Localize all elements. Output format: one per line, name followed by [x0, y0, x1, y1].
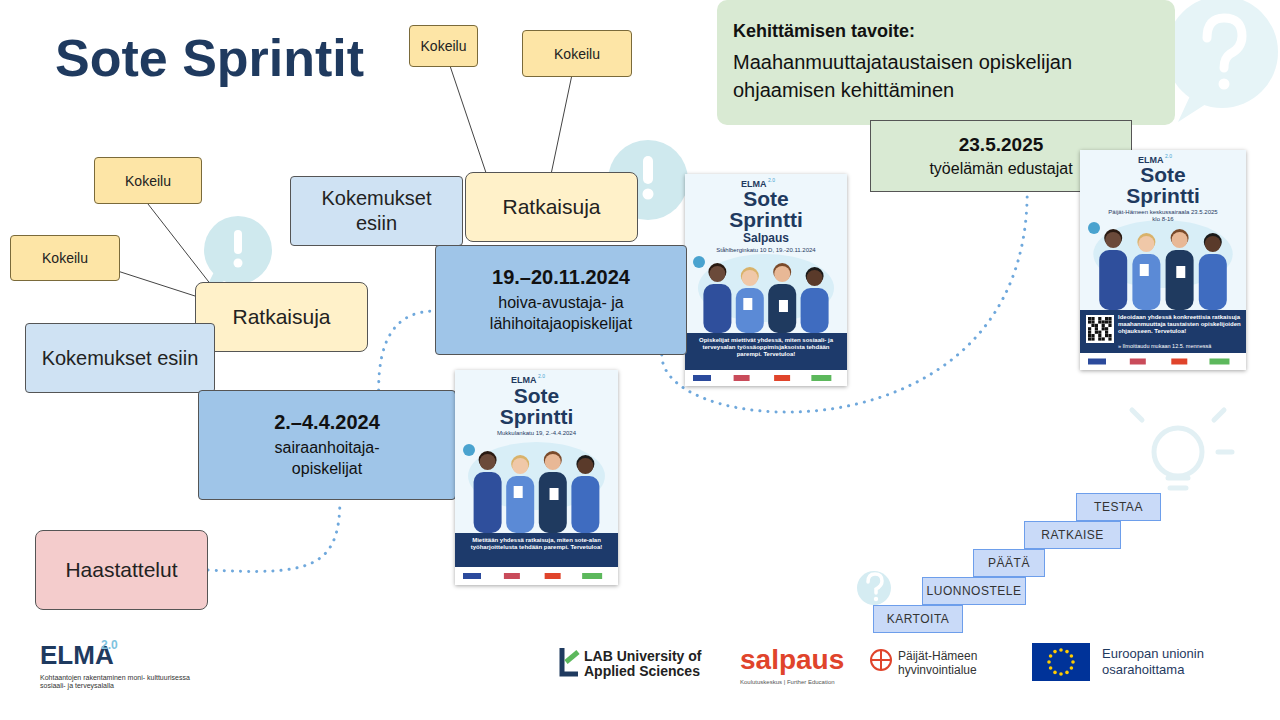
- sprint-box: 2.–4.4.2024 sairaanhoitaja- opiskelijat: [198, 390, 456, 500]
- experience-box: Kokemukset esiin: [25, 323, 215, 393]
- interview-box: Haastattelut: [35, 530, 208, 610]
- eu-star: [1053, 650, 1057, 654]
- poster-text: Salpaus: [705, 231, 827, 245]
- node-text: TESTAA: [1094, 500, 1143, 514]
- node-text: KARTOITA: [887, 612, 950, 626]
- logo-version: 2.0: [101, 638, 118, 652]
- poster-text: Sote Sprintti: [475, 385, 598, 427]
- poster-text: Mietitään yhdessä ratkaisuja, miten sote…: [462, 537, 611, 551]
- trial-box: Kokeilu: [94, 157, 202, 204]
- lightbulb-icon: [1132, 410, 1232, 488]
- poster-text: Opiskelijat miettivät yhdessä, miten sos…: [691, 337, 841, 358]
- sprint-box: 19.–20.11.2024 hoiva-avustaja- ja lähihoi…: [435, 245, 687, 355]
- stair-step: RATKAISE: [1024, 521, 1121, 549]
- poster-text: Ståhlberginkatu 10 D, 19.-20.11.2024: [693, 247, 839, 254]
- poster-text: Päijät-Hämeen keskussairaala 23.5.2025 k…: [1104, 209, 1222, 223]
- event-poster: ELMA2.0Sote SprinttiPäijät-Hämeen keskus…: [1080, 150, 1246, 370]
- trial-box: Kokeilu: [522, 30, 632, 77]
- eu-star: [1053, 671, 1057, 675]
- solution-box: Ratkaisuja: [465, 172, 638, 242]
- poster-text: 2.0: [768, 177, 782, 183]
- question-bubble: [1166, 0, 1278, 122]
- stair-step: TESTAA: [1076, 493, 1161, 521]
- eu-star: [1065, 671, 1069, 675]
- logo-text: salpaus: [740, 644, 844, 676]
- logo-subtitle: Koulutuskeskus | Further Education: [740, 679, 835, 685]
- node-text: Ratkaisuja: [232, 305, 330, 329]
- node-text: LUONNOSTELE: [927, 584, 1022, 598]
- trial-box: Kokeilu: [409, 25, 478, 67]
- logo-text: Päijät-Hämeen hyvinvointialue: [898, 649, 1008, 677]
- eu-star: [1065, 650, 1069, 654]
- node-text: Kokemukset esiin: [299, 186, 454, 236]
- node-text: Kokeilu: [42, 250, 88, 266]
- stair-step: PÄÄTÄ: [973, 549, 1045, 577]
- eu-stars: [1047, 648, 1075, 676]
- eu-star: [1071, 660, 1075, 664]
- poster-text: ELMA: [511, 375, 541, 385]
- leader-line: [120, 272, 195, 296]
- eu-star: [1049, 654, 1053, 658]
- node-text: RATKAISE: [1041, 528, 1103, 542]
- eu-flag: [1032, 643, 1090, 681]
- node-text: Haastattelut: [65, 558, 177, 582]
- poster-text: 2.0: [538, 373, 552, 379]
- event-poster: ELMA2.0Sote SprinttiMukkulankatu 19, 2.-…: [455, 370, 618, 585]
- stair-step: LUONNOSTELE: [922, 577, 1026, 605]
- node-text: Ratkaisuja: [502, 195, 600, 219]
- question-circle: [857, 571, 891, 605]
- eu-star: [1070, 666, 1074, 670]
- eu-star: [1070, 654, 1074, 658]
- poster-text: Sote Sprintti: [705, 188, 827, 230]
- logo-text: LAB University of Applied Sciences: [584, 649, 714, 679]
- node-text: hoiva-avustaja- ja lähihoitajaopiskelija…: [461, 293, 661, 335]
- event-poster: ELMA2.0Sote SprinttiSalpausStåhlberginka…: [685, 174, 847, 386]
- eu-star: [1049, 666, 1053, 670]
- dotted-path: [379, 311, 435, 390]
- wellbeing-logo-mark: [871, 650, 891, 670]
- poster-text: » Ilmoittaudu mukaan 12.5. mennessä: [1118, 343, 1242, 350]
- exclamation-bubble: [204, 216, 272, 292]
- experience-box: Kokemukset esiin: [290, 176, 463, 246]
- leader-line: [450, 67, 485, 172]
- node-text: 19.–20.11.2024: [492, 266, 630, 289]
- eu-star: [1059, 648, 1063, 652]
- node-text: PÄÄTÄ: [988, 556, 1030, 570]
- node-text: Kokeilu: [125, 173, 171, 189]
- poster-text: Ideoidaan yhdessä konkreettisia ratkaisu…: [1118, 314, 1242, 335]
- node-text: 23.5.2025: [959, 134, 1044, 156]
- node-text: Maahanmuuttajataustaisen opiskelijan ohj…: [733, 48, 1133, 104]
- eu-star: [1047, 660, 1051, 664]
- poster-text: Sote Sprintti: [1102, 164, 1224, 206]
- leader-line: [552, 77, 572, 172]
- solution-box: Ratkaisuja: [195, 282, 368, 352]
- node-text: Kehittämisen tavoite:: [733, 21, 915, 42]
- node-text: sairaanhoitaja- opiskelijat: [252, 438, 402, 480]
- leader-line: [148, 204, 209, 282]
- node-text: työelämän edustajat: [929, 160, 1072, 178]
- poster-text: 2.0: [1165, 153, 1179, 159]
- logo-subtitle: Kohtaantojen rakentaminen moni- kulttuur…: [40, 674, 190, 690]
- dotted-path: [208, 500, 340, 571]
- lab-logo-mark: [562, 648, 578, 674]
- node-text: 2.–4.4.2024: [274, 411, 380, 434]
- poster-text: Mukkulankatu 19, 2.-4.4.2024: [463, 430, 610, 437]
- goal-box: Kehittämisen tavoite: Maahanmuuttajataust…: [717, 0, 1175, 125]
- stair-step: KARTOITA: [873, 605, 963, 633]
- logo-text: Euroopan unionin osarahoittama: [1102, 646, 1252, 678]
- page-title: Sote Sprintit: [55, 28, 364, 88]
- node-text: Kokemukset esiin: [42, 346, 199, 371]
- node-text: Kokeilu: [421, 38, 467, 54]
- eu-star: [1059, 672, 1063, 676]
- node-text: Kokeilu: [554, 46, 600, 62]
- trial-box: Kokeilu: [10, 235, 120, 281]
